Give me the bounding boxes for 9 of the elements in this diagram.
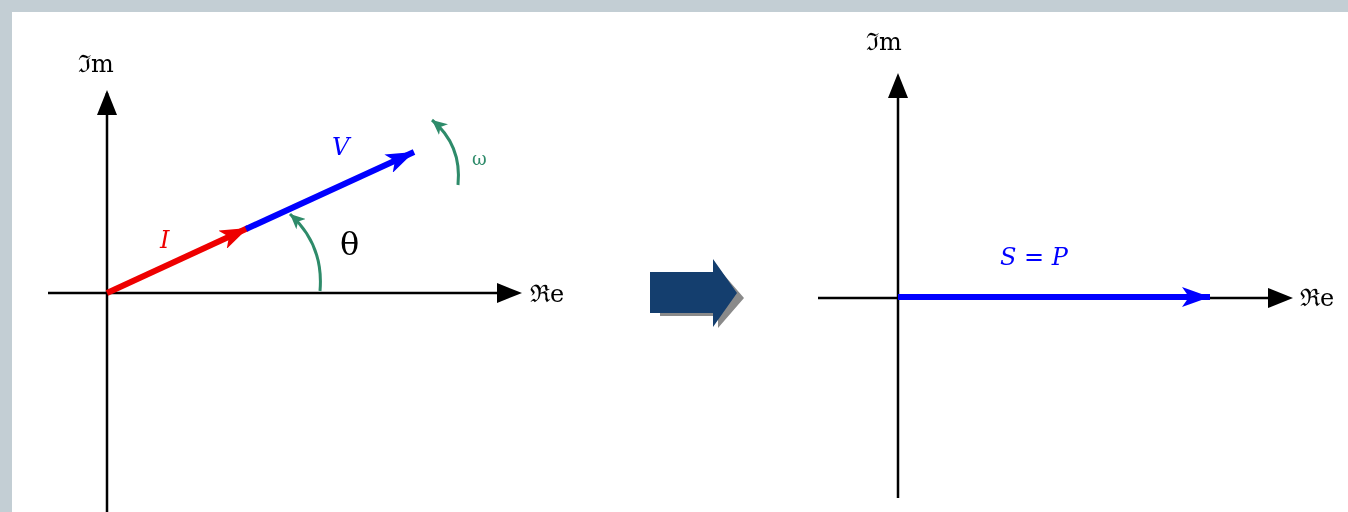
angle-label: θ [340,228,360,260]
phasor-label: V [332,135,350,159]
axis-label: ℑm [866,30,902,54]
angular-velocity-label: ω [472,150,487,168]
phasor-label: S = P [1000,245,1068,269]
axis-label: ℜe [530,282,565,306]
phasor-label: I [160,228,170,252]
axis-label: ℑm [78,52,114,76]
axis-label: ℜe [1300,286,1335,310]
